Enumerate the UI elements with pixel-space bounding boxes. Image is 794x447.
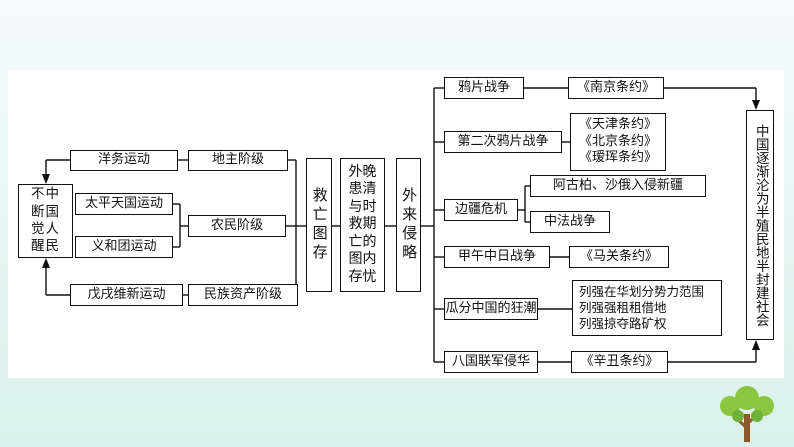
treaty-aigun-label: 《瑷珲条约》 bbox=[578, 150, 657, 166]
frontier-sino-french-war-label: 中法战争 bbox=[543, 213, 596, 229]
result-awakening-box: 不中断国觉人醒民 bbox=[18, 184, 73, 258]
movement-boxer: 义和团运动 bbox=[75, 236, 173, 258]
movement-taiping: 太平天国运动 bbox=[75, 193, 173, 215]
event-eight-nation-alliance: 八国联军侵华 bbox=[444, 351, 538, 373]
treaty-nanjing: 《南京条约》 bbox=[568, 77, 664, 99]
center-title-char: 时 bbox=[362, 198, 377, 215]
frontier-xinjiang: 阿古柏、沙俄入侵新疆 bbox=[530, 175, 706, 197]
event-partition-frenzy: 瓜分中国的狂潮 bbox=[444, 298, 538, 320]
branch-foreign-invasion: 外来侵略 bbox=[396, 158, 421, 292]
treaty-boxer-protocol-label: 《辛丑条约》 bbox=[580, 353, 659, 369]
branch-national-salvation: 救亡图存 bbox=[306, 158, 332, 292]
movement-wuxu: 戊戌维新运动 bbox=[70, 284, 183, 306]
center-title-char: 内 bbox=[362, 251, 377, 268]
center-title-char: 救 bbox=[348, 216, 363, 233]
partition-railway-mining-label: 列强掠夺路矿权 bbox=[579, 316, 667, 332]
movement-wuxu-label: 戊戌维新运动 bbox=[87, 286, 166, 302]
treaties-second-opium-war: 《天津条约》 《北京条约》 《瑷珲条约》 bbox=[570, 113, 666, 171]
center-title-char: 的 bbox=[362, 233, 377, 250]
frontier-sino-french-war: 中法战争 bbox=[530, 211, 610, 233]
center-title-char: 图 bbox=[348, 251, 363, 268]
center-title-box: 外晚患清与时救期亡的图内存忧 bbox=[340, 158, 385, 292]
partition-spheres-label: 列强在华划分势力范围 bbox=[579, 283, 705, 299]
class-bourgeoisie: 民族资产阶级 bbox=[188, 284, 298, 306]
event-opium-war-label: 鸦片战争 bbox=[457, 79, 510, 95]
event-partition-frenzy-label: 瓜分中国的狂潮 bbox=[445, 300, 537, 316]
class-peasant: 农民阶级 bbox=[188, 215, 286, 237]
class-bourgeoisie-label: 民族资产阶级 bbox=[203, 286, 282, 302]
event-frontier-crisis-label: 边疆危机 bbox=[454, 201, 507, 217]
result-semi-colonial-label: 中国逐渐沦为半殖民地半封建社会 bbox=[752, 123, 769, 327]
result-awakening-char: 断 bbox=[31, 203, 46, 220]
event-frontier-crisis: 边疆危机 bbox=[444, 199, 518, 221]
center-title-char: 外 bbox=[348, 163, 363, 180]
result-awakening-char: 中 bbox=[45, 186, 60, 203]
movement-yangwu: 洋务运动 bbox=[70, 150, 178, 171]
branch-national-salvation-label: 救亡图存 bbox=[310, 187, 329, 263]
treaty-shimonoseki: 《马关条约》 bbox=[569, 246, 669, 268]
result-awakening-char: 人 bbox=[45, 221, 60, 237]
diagram-panel: 不中断国觉人醒民 洋务运动 太平天国运动 义和团运动 戊戌维新运动 地主阶级 农… bbox=[8, 70, 784, 378]
tree-icon bbox=[720, 386, 774, 442]
partition-leased-territories-label: 列强强租租借地 bbox=[579, 299, 667, 315]
treaty-boxer-protocol: 《辛丑条约》 bbox=[571, 351, 668, 373]
center-title: 外晚患清与时救期亡的图内存忧 bbox=[349, 164, 377, 287]
event-sino-japanese-war: 甲午中日战争 bbox=[444, 246, 550, 268]
center-title-char: 清 bbox=[362, 181, 377, 198]
class-landlord-label: 地主阶级 bbox=[211, 152, 264, 168]
treaty-tianjin-label: 《天津条约》 bbox=[578, 116, 657, 132]
treaty-nanjing-label: 《南京条约》 bbox=[576, 79, 655, 95]
event-second-opium-war: 第二次鸦片战争 bbox=[444, 131, 562, 153]
frontier-xinjiang-label: 阿古柏、沙俄入侵新疆 bbox=[552, 177, 683, 193]
event-second-opium-war-label: 第二次鸦片战争 bbox=[457, 133, 549, 149]
class-landlord: 地主阶级 bbox=[188, 150, 288, 171]
center-title-char: 晚 bbox=[362, 163, 377, 180]
treaty-shimonoseki-label: 《马关条约》 bbox=[579, 248, 658, 264]
result-awakening-char: 醒 bbox=[31, 238, 46, 255]
center-title-char: 患 bbox=[348, 181, 363, 198]
class-peasant-label: 农民阶级 bbox=[210, 217, 263, 233]
treaty-beijing-label: 《北京条约》 bbox=[578, 133, 657, 149]
result-awakening-char: 不 bbox=[31, 186, 46, 203]
result-awakening-char: 国 bbox=[45, 203, 60, 220]
result-awakening-char: 觉 bbox=[31, 221, 46, 237]
center-title-char: 与 bbox=[348, 198, 363, 215]
movement-yangwu-label: 洋务运动 bbox=[97, 152, 150, 168]
event-opium-war: 鸦片战争 bbox=[444, 77, 524, 99]
result-semi-colonial-box: 中国逐渐沦为半殖民地半封建社会 bbox=[746, 110, 774, 340]
branch-foreign-invasion-label: 外来侵略 bbox=[400, 187, 419, 263]
partition-details: 列强在华划分势力范围 列强强租租借地 列强掠夺路矿权 bbox=[572, 280, 722, 336]
event-eight-nation-alliance-label: 八国联军侵华 bbox=[451, 353, 530, 369]
movement-taiping-label: 太平天国运动 bbox=[84, 195, 163, 211]
event-sino-japanese-war-label: 甲午中日战争 bbox=[457, 248, 536, 264]
movement-boxer-label: 义和团运动 bbox=[91, 238, 157, 254]
center-title-char: 存 bbox=[348, 268, 363, 285]
center-title-char: 忧 bbox=[362, 268, 377, 285]
center-title-char: 期 bbox=[362, 216, 377, 233]
result-awakening-label: 不中断国觉人醒民 bbox=[31, 186, 60, 255]
center-title-char: 亡 bbox=[348, 233, 363, 250]
result-awakening-char: 民 bbox=[45, 238, 60, 255]
